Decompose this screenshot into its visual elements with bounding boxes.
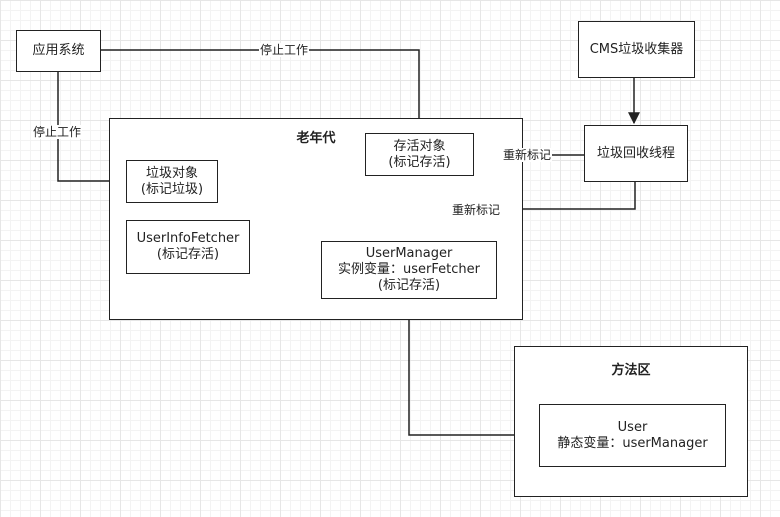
user-info-fetcher-node[interactable]: UserInfoFetcher (标记存活) <box>126 220 250 274</box>
app-system-label: 应用系统 <box>32 43 85 58</box>
live-object-line1: 存活对象 <box>393 138 446 154</box>
garbage-object-node[interactable]: 垃圾对象 (标记垃圾) <box>126 160 218 203</box>
edge-label-stop-work-left: 停止工作 <box>32 125 83 139</box>
user-node[interactable]: User 静态变量：userManager <box>539 404 726 467</box>
gc-thread-label: 垃圾回收线程 <box>596 145 675 161</box>
user-manager-node[interactable]: UserManager 实例变量：userFetcher (标记存活) <box>321 241 497 299</box>
user-line1: User <box>617 419 648 435</box>
edge-label-remark-live: 重新标记 <box>502 148 553 162</box>
gc-thread-node[interactable]: 垃圾回收线程 <box>584 125 688 182</box>
method-area-title: 方法区 <box>611 363 651 378</box>
edge-label-remark-garbage: 重新标记 <box>451 203 502 217</box>
old-generation-title: 老年代 <box>296 131 336 146</box>
user-manager-line1: UserManager <box>365 246 453 261</box>
user-info-fetcher-line2: (标记存活) <box>156 247 220 262</box>
live-object-line2: (标记存活) <box>388 154 451 170</box>
app-system-node[interactable]: 应用系统 <box>16 30 101 72</box>
user-manager-line3: (标记存活) <box>377 278 441 293</box>
edge-label-stop-work-top: 停止工作 <box>259 43 310 57</box>
edge-app-to-live-object <box>101 49 425 133</box>
live-object-node[interactable]: 存活对象 (标记存活) <box>365 133 474 176</box>
cms-collector-label: CMS垃圾收集器 <box>589 41 684 57</box>
cms-collector-node[interactable]: CMS垃圾收集器 <box>578 21 695 78</box>
user-manager-line2: 实例变量：userFetcher <box>338 262 480 277</box>
user-info-fetcher-line1: UserInfoFetcher <box>136 231 240 246</box>
user-line2: 静态变量：userManager <box>557 435 708 451</box>
edge-user-to-usermanager <box>403 298 539 436</box>
garbage-object-line1: 垃圾对象 <box>145 165 198 181</box>
edge-app-to-garbage-object <box>57 72 126 187</box>
garbage-object-line2: (标记垃圾) <box>140 181 204 197</box>
